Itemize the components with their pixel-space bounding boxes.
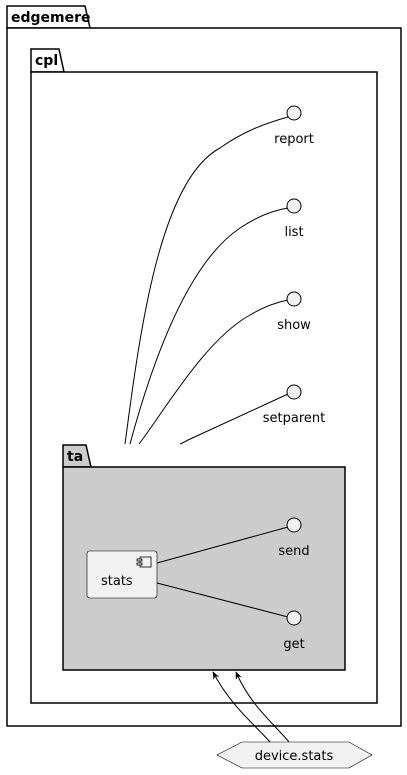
connector-get (156, 582, 289, 618)
connector-list (129, 207, 289, 445)
interface-send: send (278, 517, 310, 559)
component-stats: stats (86, 550, 158, 599)
external-device-stats-shape (216, 741, 373, 769)
interface-send-label: send (278, 544, 309, 559)
external-device-stats-label: device.stats (255, 749, 334, 764)
connector-report (124, 116, 289, 445)
connector-send (156, 526, 289, 564)
package-edgemere-label: edgemere (11, 10, 91, 26)
component-stats-label: stats (101, 574, 133, 589)
external-device-stats: device.stats (216, 741, 373, 769)
interface-show-label: show (277, 318, 311, 333)
component-icon (136, 556, 152, 568)
interface-setparent-label: setparent (263, 411, 325, 426)
interface-get: get (283, 610, 305, 652)
interface-report-circle (286, 105, 302, 121)
interface-setparent-circle (286, 384, 302, 400)
interface-report-label: report (274, 132, 314, 147)
interface-list: list (284, 198, 304, 240)
interface-show: show (277, 291, 311, 333)
interface-get-circle (286, 610, 302, 626)
package-ta-label: ta (67, 449, 83, 465)
interface-send-circle (286, 517, 302, 533)
interface-list-label: list (284, 225, 303, 240)
interface-setparent: setparent (263, 384, 325, 426)
arrow-device-stats-1 (212, 671, 271, 743)
interface-report: report (274, 105, 314, 147)
connector-setparent (179, 393, 289, 445)
interface-get-label: get (283, 637, 304, 652)
package-cpl-label: cpl (35, 53, 58, 69)
arrow-device-stats-2 (235, 671, 290, 743)
connector-show (138, 299, 289, 445)
interface-show-circle (286, 291, 302, 307)
interface-list-circle (286, 198, 302, 214)
